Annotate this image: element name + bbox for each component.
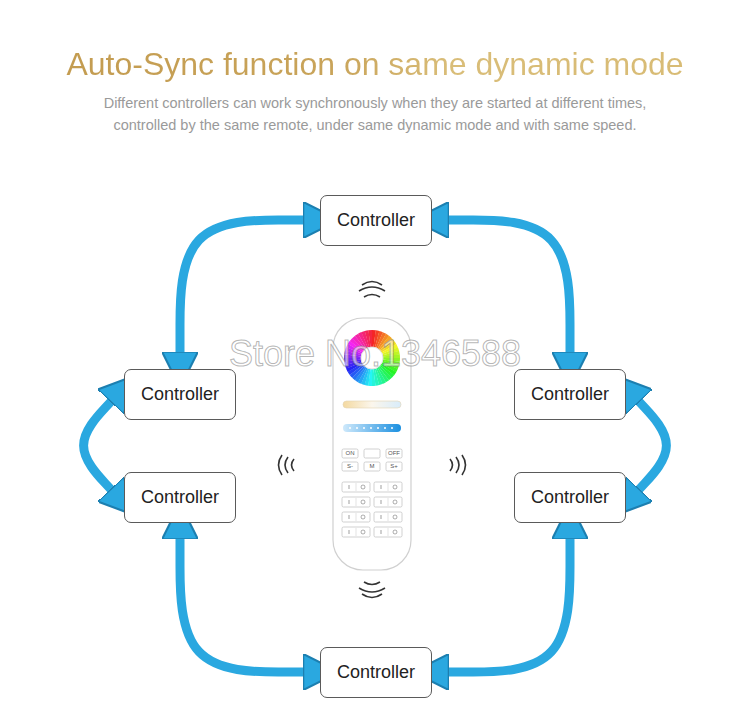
description: Different controllers can work synchrono… — [95, 92, 655, 136]
sync-arrow — [438, 220, 570, 363]
button-label: S+ — [386, 463, 402, 470]
sync-arrow — [180, 220, 314, 363]
remote-body — [333, 318, 411, 570]
node-text: Controller — [141, 487, 219, 508]
sync-arrow — [438, 529, 570, 673]
remote-buttons — [342, 449, 402, 537]
node-text: Controller — [337, 662, 415, 683]
controller-box: Controller — [514, 472, 626, 523]
white-bar — [343, 401, 401, 408]
node-text: Controller — [337, 210, 415, 231]
button-label: S- — [342, 463, 358, 470]
sync-arrow — [180, 529, 314, 673]
node-text: Controller — [141, 384, 219, 405]
node-text: Controller — [531, 384, 609, 405]
brightness-dots — [349, 427, 393, 429]
watermark: Store No.1346588 — [0, 332, 750, 376]
button-label: M — [364, 463, 380, 470]
node-text: Controller — [531, 487, 609, 508]
button-label: ON — [342, 450, 358, 457]
controller-box: Controller — [320, 647, 432, 698]
sync-arrow — [632, 394, 666, 497]
sync-arrow — [84, 394, 118, 497]
title: Auto-Sync function on same dynamic mode — [0, 44, 750, 84]
controller-box: Controller — [124, 472, 236, 523]
color-wheel — [344, 330, 400, 386]
button-label: OFF — [386, 450, 402, 457]
controller-box: Controller — [320, 195, 432, 246]
signal-waves — [279, 282, 466, 598]
controller-box: Controller — [124, 369, 236, 420]
brightness-bar — [343, 424, 401, 432]
controller-box: Controller — [514, 369, 626, 420]
